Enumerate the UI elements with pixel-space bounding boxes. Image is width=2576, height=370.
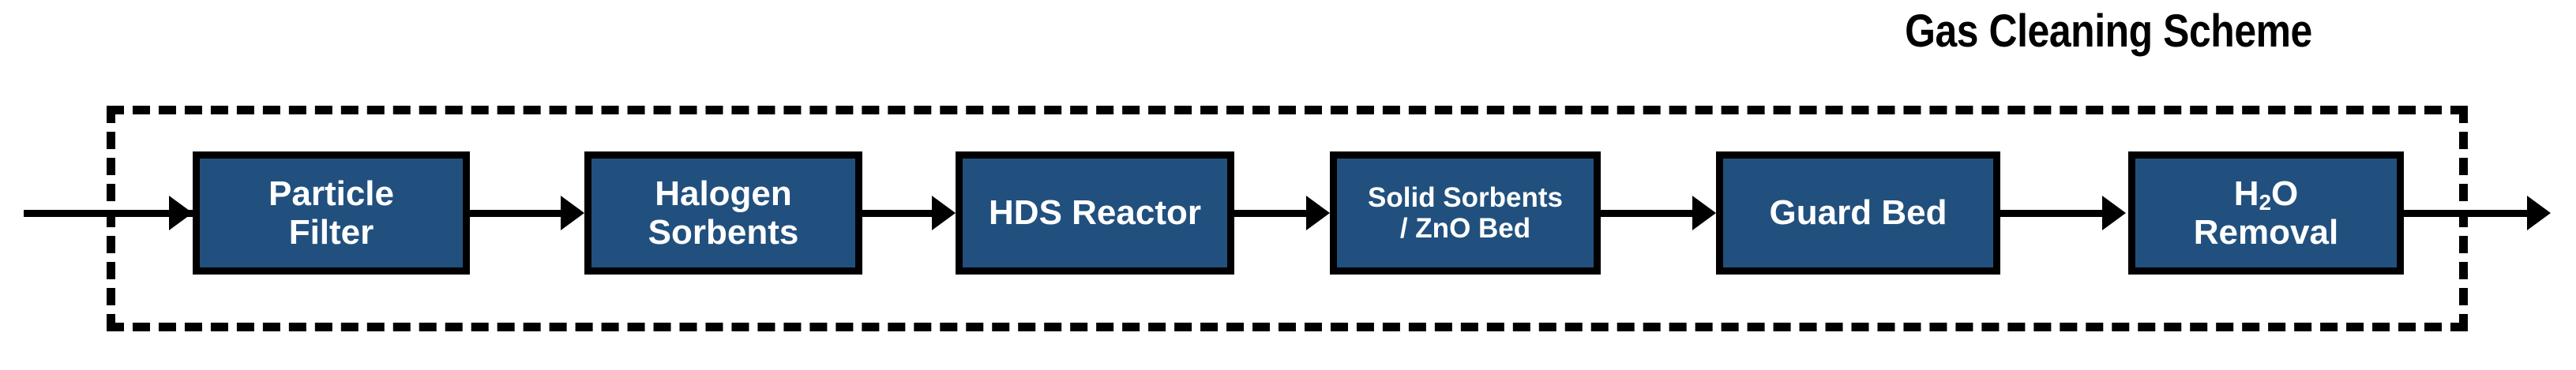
process-box-hds-reactor[interactable]: HDS Reactor (956, 151, 1234, 275)
flow-arrow-icon-4 (1692, 196, 1716, 230)
flow-arrow-icon-5 (2102, 196, 2126, 230)
inlet-arrow-icon (169, 196, 193, 230)
outlet-arrow-icon (2527, 196, 2551, 230)
flow-line-3 (1234, 210, 1310, 217)
gas-cleaning-boundary (107, 106, 2468, 331)
flow-line-5 (2000, 210, 2106, 217)
flow-line-2 (862, 210, 936, 217)
process-box-label: Solid Sorbents / ZnO Bed (1368, 181, 1563, 244)
process-box-particle-filter[interactable]: Particle Filter (193, 151, 470, 275)
flow-arrow-icon-2 (932, 196, 956, 230)
page-title: Gas Cleaning Scheme (1905, 6, 2312, 57)
process-box-label: HDS Reactor (989, 193, 1201, 233)
process-box-label: Halogen Sorbents (648, 174, 799, 252)
inlet-flow-line (24, 210, 199, 217)
flow-line-4 (1601, 210, 1697, 217)
flow-line-1 (470, 210, 565, 217)
process-box-label: Guard Bed (1769, 193, 1947, 233)
process-box-halogen-sorbents[interactable]: Halogen Sorbents (584, 151, 862, 275)
flow-arrow-icon-1 (561, 196, 584, 230)
outlet-flow-line (2404, 210, 2534, 217)
process-box-guard-bed[interactable]: Guard Bed (1716, 151, 2000, 275)
process-box-label: Particle Filter (268, 174, 394, 252)
process-box-solid-sorbents-zno-bed[interactable]: Solid Sorbents / ZnO Bed (1330, 151, 1601, 275)
flow-arrow-icon-3 (1306, 196, 1330, 230)
